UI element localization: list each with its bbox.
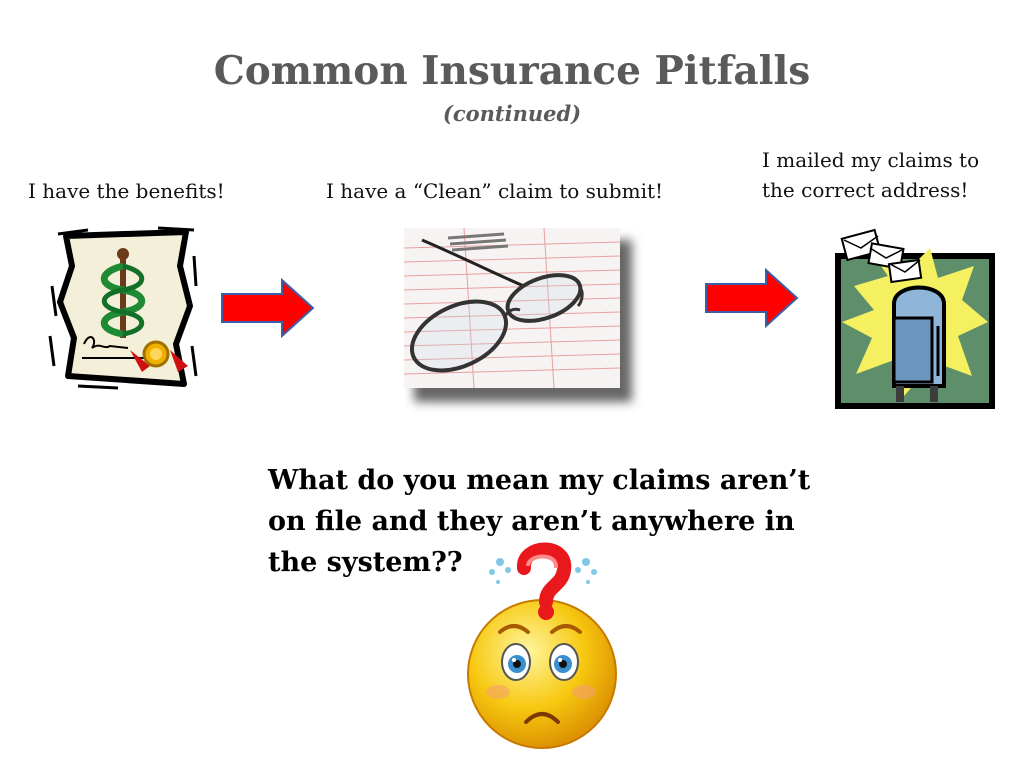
question-line-3: the system?? [268,547,463,578]
claim-form-glasses-icon [404,228,644,414]
step3-caption-line1: I mailed my claims to [762,148,980,172]
step1-caption: I have the benefits! [28,179,225,203]
step3-caption: I mailed my claims to the correct addres… [762,145,979,205]
mailbox-icon [834,226,998,410]
confused-smiley-icon [464,540,624,754]
question-line-1: What do you mean my claims aren’t [268,465,811,496]
question-line-2: on file and they aren’t anywhere in [268,506,795,537]
step2-caption: I have a “Clean” claim to submit! [326,179,664,203]
slide-subtitle: (continued) [442,101,582,126]
arrow-icon-2 [704,268,800,328]
arrow-icon-1 [220,278,316,338]
step3-caption-line2: the correct address! [762,178,969,202]
confused-question: What do you mean my claims aren’t on fil… [268,460,848,583]
certificate-icon [48,226,198,391]
slide-title: Common Insurance Pitfalls [213,48,811,94]
